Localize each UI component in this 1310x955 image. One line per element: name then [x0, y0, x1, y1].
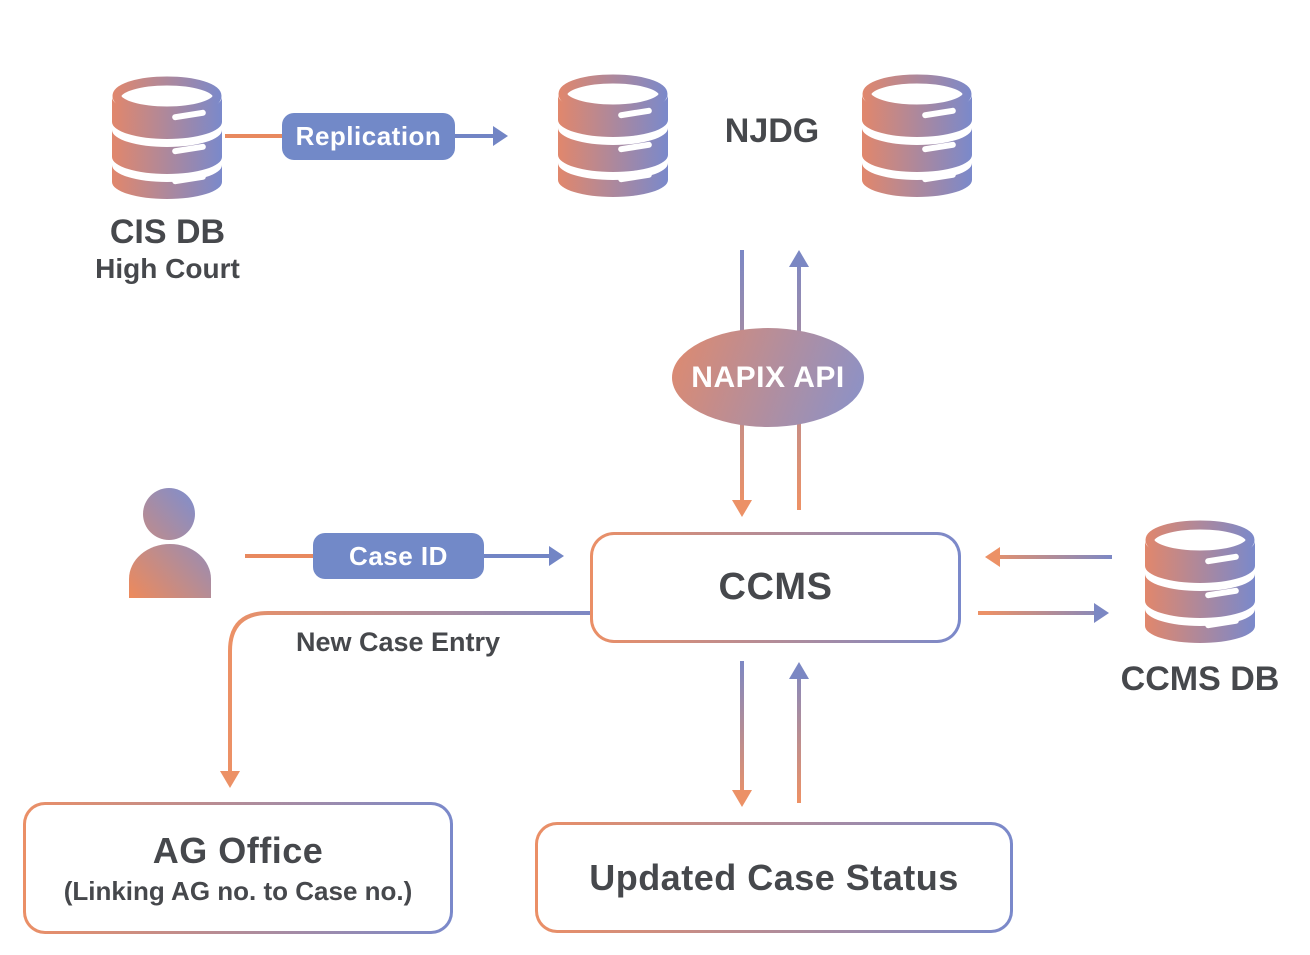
case-id-badge: Case ID: [313, 533, 484, 579]
caseid-to-ccms-arrow: [483, 546, 564, 566]
ag-office-subtitle: (Linking AG no. to Case no.): [63, 875, 413, 906]
new-case-entry-label: New Case Entry: [295, 627, 501, 657]
case-id-badge-label: Case ID: [349, 540, 448, 571]
ccms-to-updated-arrow: [732, 661, 752, 807]
njdg-label: NJDG: [724, 112, 820, 150]
updated-case-status-box: Updated Case Status: [535, 822, 1013, 933]
cis-db-subtitle: High Court: [95, 253, 240, 284]
updated-case-status-label: Updated Case Status: [589, 856, 959, 898]
njdg-database-left-icon: [558, 79, 668, 197]
napix-api-node: NAPIX API: [672, 328, 864, 427]
njdg-database-right-icon: [862, 79, 972, 197]
replication-badge-label: Replication: [295, 121, 442, 151]
replication-to-njdg-arrow: [455, 126, 508, 146]
ccms-db-label: CCMS DB: [1120, 660, 1280, 698]
ccms-label: CCMS: [718, 566, 833, 608]
updated-to-ccms-arrow: [789, 662, 809, 803]
replication-badge: Replication: [282, 113, 455, 160]
cis-db-title: CIS DB: [109, 213, 226, 251]
cis-database-icon: [112, 81, 222, 199]
ag-office-box: AG Office (Linking AG no. to Case no.): [23, 802, 453, 934]
napix-api-label: NAPIX API: [691, 360, 845, 394]
ccms-database-icon: [1145, 525, 1255, 643]
ag-office-title: AG Office: [152, 829, 324, 871]
ccmsdb-to-ccms-arrow: [985, 547, 1112, 567]
ccms-box: CCMS: [590, 532, 961, 643]
cis-db-label: CIS DB High Court: [40, 212, 295, 286]
person-icon: [129, 488, 211, 598]
ccms-to-ccmsdb-arrow: [978, 603, 1109, 623]
